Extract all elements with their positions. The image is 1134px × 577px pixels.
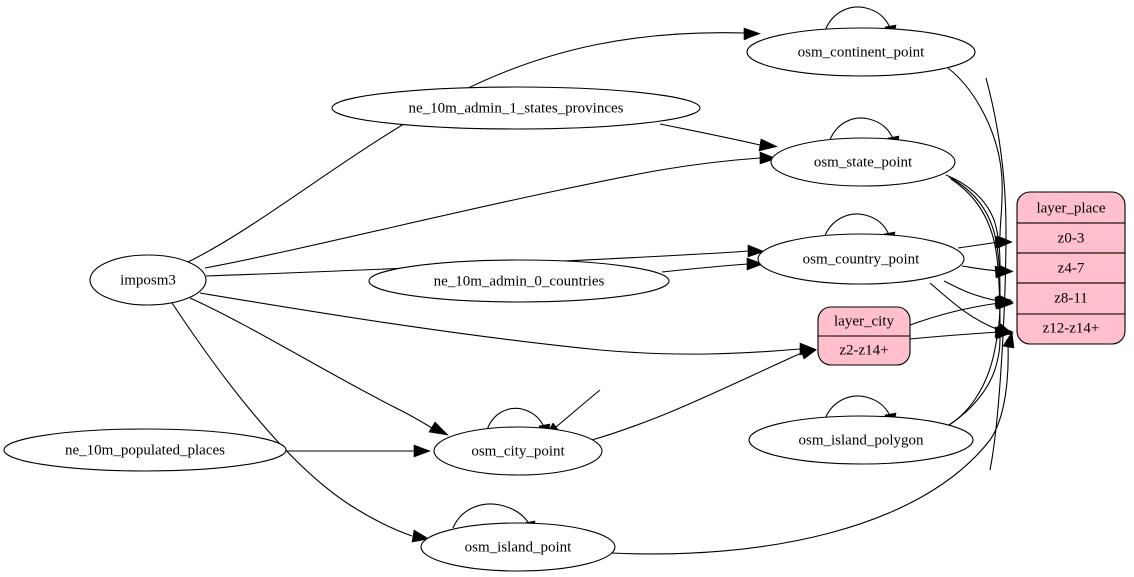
node-osm-country-point[interactable]: osm_country_point bbox=[757, 233, 965, 285]
edge-osm-country-point-to-layer-place-z0-3 bbox=[957, 235, 1013, 249]
node-layer-city[interactable]: layer_city z2-z14+ bbox=[817, 306, 911, 366]
edge-imposm3-to-osm-island-point bbox=[171, 302, 430, 543]
edge-osm-city-point-to-layer-city bbox=[591, 346, 817, 441]
edge-ne-populated-to-osm-city-point bbox=[286, 444, 431, 458]
edge-ne-countries-to-osm-country-point bbox=[661, 257, 764, 273]
node-ne-10m-admin-0-countries[interactable]: ne_10m_admin_0_countries bbox=[368, 259, 670, 303]
node-osm-continent-point[interactable]: osm_continent_point bbox=[746, 27, 976, 77]
node-osm-city-point[interactable]: osm_city_point bbox=[433, 426, 603, 476]
edge-vertical-through-line bbox=[985, 77, 1007, 471]
edge-imposm3-to-osm-city-point bbox=[189, 297, 449, 436]
edge-ne-states-to-osm-state-point bbox=[659, 123, 778, 152]
edge-imposm3-to-osm-state-point bbox=[204, 151, 777, 269]
node-osm-state-point[interactable]: osm_state_point bbox=[770, 137, 956, 187]
node-layer-place[interactable]: layer_place z0-3 z4-7 z8-11 z12-z14+ bbox=[1016, 191, 1126, 345]
node-ne-10m-populated-places[interactable]: ne_10m_populated_places bbox=[3, 428, 287, 472]
node-layer: imposm3 ne_10m_admin_1_states_provinces … bbox=[3, 27, 1126, 572]
edge-osm-island-point-to-layer-place-z12-z14 bbox=[611, 331, 1015, 555]
node-osm-island-polygon[interactable]: osm_island_polygon bbox=[748, 415, 974, 465]
node-osm-island-point[interactable]: osm_island_point bbox=[420, 522, 616, 572]
node-ne-10m-admin-1-states-provinces[interactable]: ne_10m_admin_1_states_provinces bbox=[331, 86, 701, 130]
edge-imposm3-to-osm-continent-point bbox=[187, 27, 761, 263]
node-imposm3[interactable]: imposm3 bbox=[89, 254, 207, 306]
edge-osm-island-polygon-to-layer-place-z12-z14 bbox=[948, 326, 1012, 426]
edge-osm-island-polygon-to-layer-place-z8-11 bbox=[945, 295, 1012, 428]
